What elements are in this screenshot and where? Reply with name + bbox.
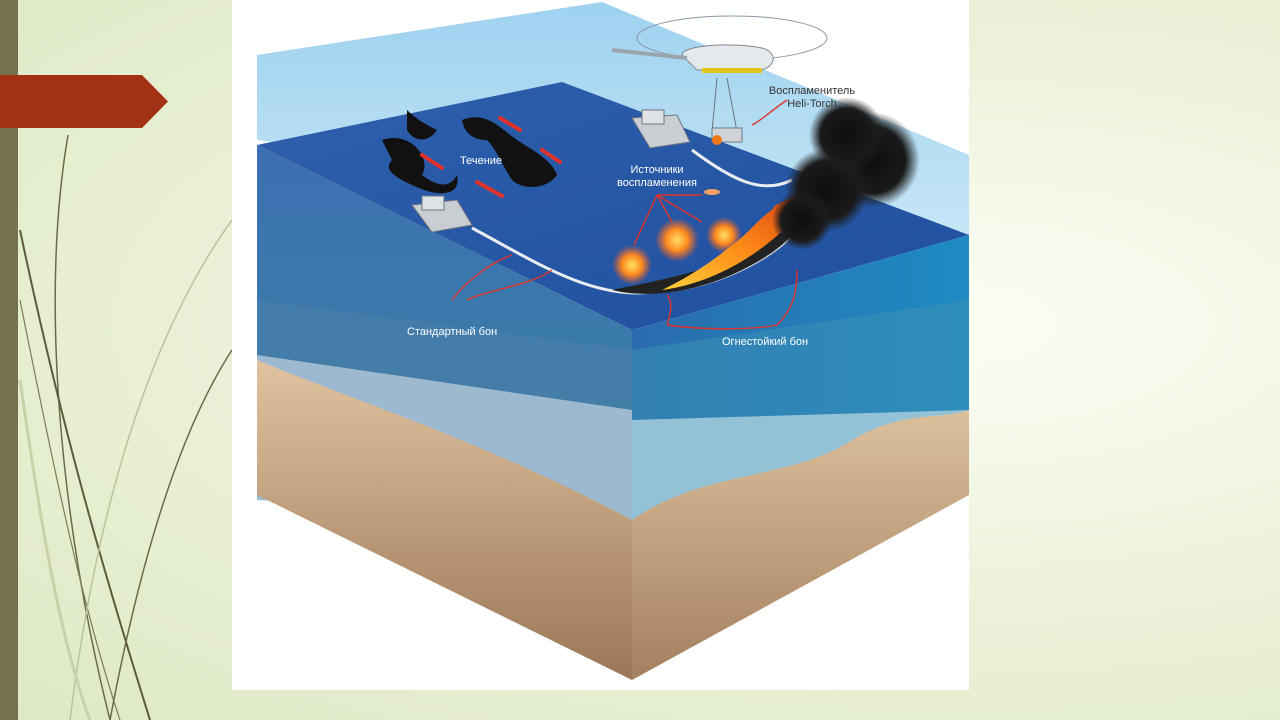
helicopter: [611, 15, 828, 133]
label-ignition-line1: Источники: [630, 164, 684, 176]
heli-torch-icon: [711, 127, 743, 145]
boat-right: [631, 109, 691, 149]
decorative-swooshes: [18, 134, 233, 720]
label-igniter-line2: Heli-Torch: [787, 98, 837, 110]
arrow-tag: [0, 75, 168, 128]
label-standard-boom: Стандартный бон: [407, 326, 498, 338]
label-fireproof-boom: Огнестойкий бон: [722, 336, 809, 348]
smoke-plume: [772, 97, 920, 250]
side-bar: [0, 0, 18, 720]
oil-slick: [462, 117, 557, 187]
label-igniter: Воспламенитель Heli-Torch: [752, 85, 872, 111]
oil-slick: [382, 138, 458, 194]
label-pointers: [451, 99, 798, 330]
diagram-svg: [257, 2, 969, 680]
label-igniter-line1: Воспламенитель: [768, 85, 856, 97]
label-ignition-sources: Источники воспламенения: [597, 164, 717, 190]
ignition-source: [655, 218, 699, 262]
seabed-left: [257, 360, 632, 680]
label-ignition-line2: воспламенения: [617, 177, 697, 189]
ignition-source: [612, 245, 652, 285]
sea-surface: [257, 82, 969, 330]
fire: [662, 190, 804, 290]
oil-burn-diagram: Течение Источники воспламенения Воспламе…: [232, 0, 969, 690]
seabed-right: [632, 410, 969, 680]
label-current: Течение: [460, 155, 503, 167]
ignition-source: [706, 217, 742, 253]
current-arrows: [420, 116, 562, 198]
boat-left: [411, 195, 473, 233]
ignition-pointers: [633, 194, 703, 246]
